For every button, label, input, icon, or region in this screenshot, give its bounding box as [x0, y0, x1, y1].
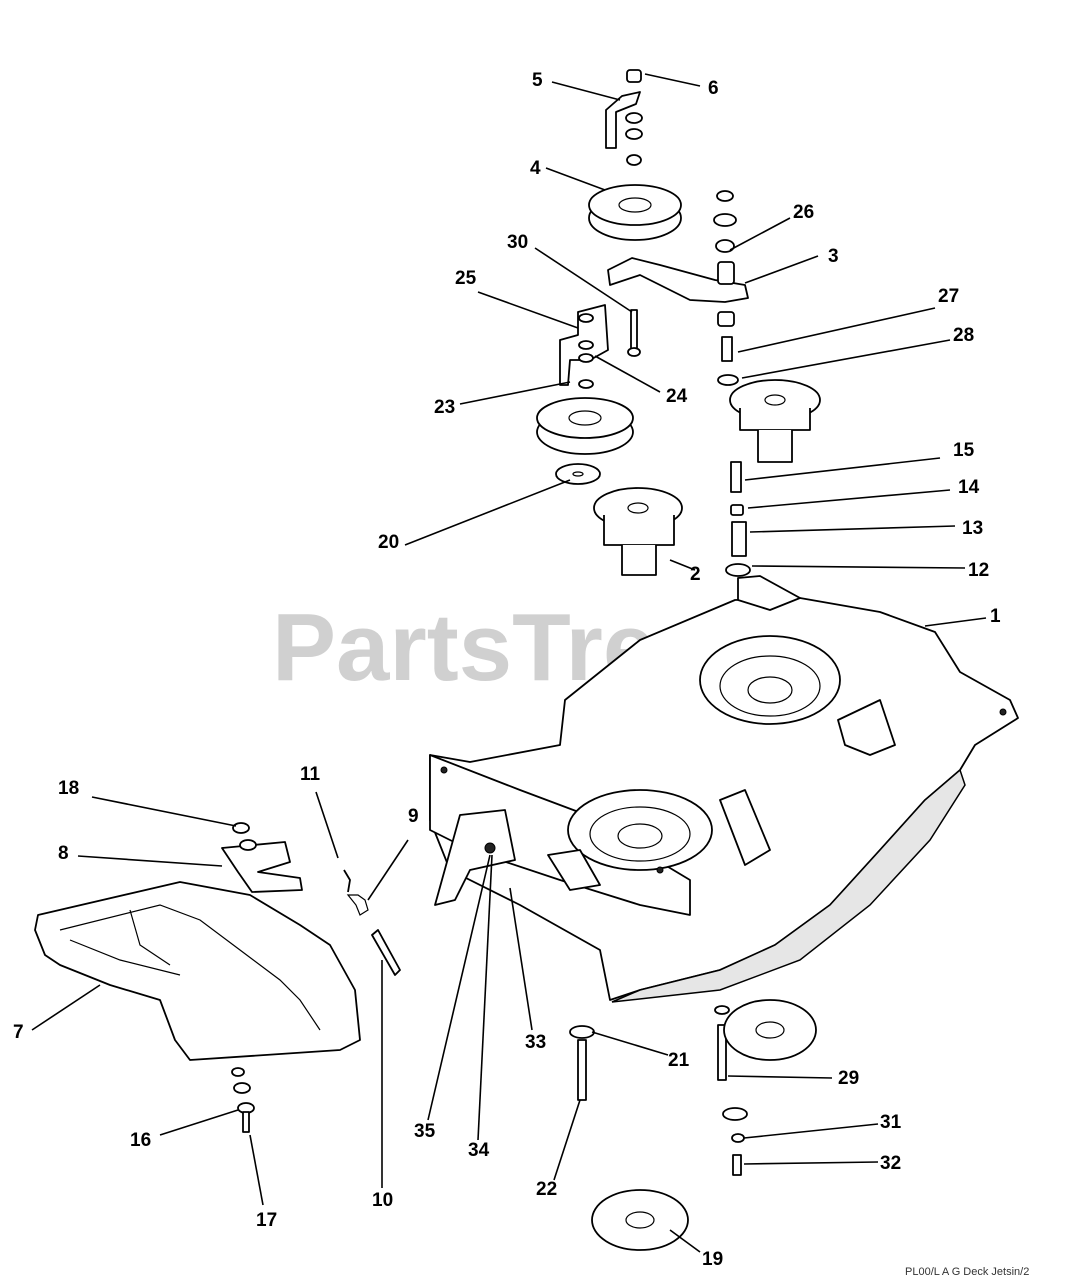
callout-12: 12 — [968, 560, 989, 581]
callout-11: 11 — [300, 764, 321, 785]
callout-13: 13 — [962, 518, 983, 539]
callout-29: 29 — [838, 1068, 859, 1089]
callout-7: 7 — [13, 1022, 24, 1043]
callout-10: 10 — [372, 1190, 393, 1211]
callout-5: 5 — [532, 70, 543, 91]
callout-19: 19 — [702, 1249, 723, 1270]
spindle-assembly-right — [729, 379, 821, 463]
idler-arm — [607, 257, 749, 303]
callout-15: 15 — [953, 440, 975, 461]
callout-23: 23 — [434, 397, 455, 418]
discharge-chute — [34, 881, 361, 1061]
callout-22: 22 — [536, 1179, 557, 1200]
spindle-assembly-left — [593, 487, 683, 576]
callout-3: 3 — [828, 246, 839, 267]
chute-bracket — [221, 841, 303, 893]
callout-21: 21 — [668, 1050, 690, 1071]
callout-32: 32 — [880, 1153, 901, 1174]
callout-20: 20 — [378, 532, 399, 553]
callout-34: 34 — [468, 1140, 490, 1161]
callout-8: 8 — [58, 843, 69, 864]
callout-24: 24 — [666, 386, 688, 407]
callout-28: 28 — [953, 325, 974, 346]
drawing-code: PL00/L A G Deck Jetsin/2 — [905, 1266, 1029, 1278]
hardware-stack-right — [713, 190, 751, 577]
callout-30: 30 — [507, 232, 528, 253]
callout-27: 27 — [938, 286, 959, 307]
callout-6: 6 — [708, 78, 719, 99]
callout-18: 18 — [58, 778, 79, 799]
misc-hardware — [231, 822, 817, 1251]
callout-35: 35 — [414, 1121, 436, 1142]
callout-33: 33 — [525, 1032, 546, 1053]
callout-2: 2 — [690, 564, 701, 585]
callout-labels: 1 2 3 4 5 6 7 8 9 10 11 12 13 14 15 16 1… — [13, 70, 1001, 1270]
mower-deck — [429, 575, 1019, 1003]
callout-16: 16 — [130, 1130, 151, 1151]
leader-lines — [31, 73, 987, 1253]
callout-14: 14 — [958, 477, 980, 498]
hardware-stack-left — [555, 309, 641, 485]
idler-pulley-lower — [536, 397, 634, 455]
callout-1: 1 — [990, 606, 1001, 627]
hardware-stack-upper — [605, 69, 643, 166]
idler-pulley-upper — [588, 184, 682, 241]
callout-26: 26 — [793, 202, 814, 223]
callout-4: 4 — [530, 158, 541, 179]
callout-25: 25 — [455, 268, 477, 289]
callout-9: 9 — [408, 806, 419, 827]
callout-31: 31 — [880, 1112, 902, 1133]
callout-17: 17 — [256, 1210, 277, 1231]
